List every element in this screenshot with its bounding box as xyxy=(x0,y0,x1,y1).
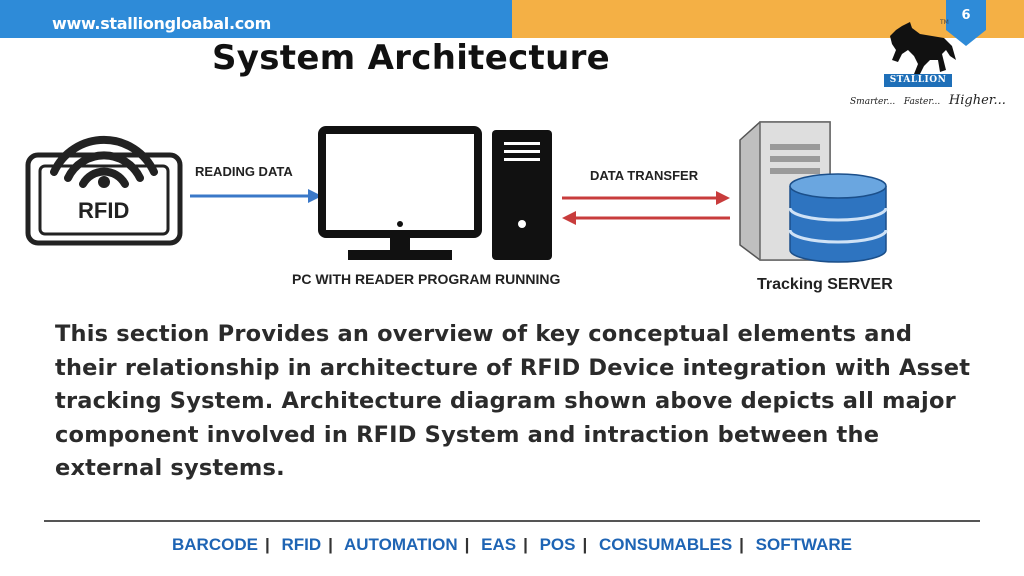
website-url[interactable]: www.stalliongloabal.com xyxy=(52,14,271,33)
footer-categories: BARCODE| RFID| AUTOMATION| EAS| POS| CON… xyxy=(171,535,852,554)
footer-item-barcode[interactable]: BARCODE xyxy=(171,535,258,554)
footer-item-consumables[interactable]: CONSUMABLES xyxy=(598,535,733,554)
data-transfer-label: DATA TRANSFER xyxy=(590,168,699,183)
architecture-diagram-graphics xyxy=(25,121,888,263)
trademark-mark: TM xyxy=(940,19,949,26)
rfid-label: RFID xyxy=(78,198,130,223)
page-title: System Architecture xyxy=(212,38,611,78)
reading-data-label: READING DATA xyxy=(195,164,293,179)
database-icon xyxy=(788,173,888,263)
pc-tower-icon xyxy=(492,130,552,260)
footer-item-eas[interactable]: EAS xyxy=(481,535,517,554)
server-label: Tracking SERVER xyxy=(757,276,893,293)
slide-number-badge xyxy=(946,0,986,46)
architecture-diagram: RFID READING DATA PC WITH READER PROGRAM… xyxy=(0,100,1024,310)
logo-brand-name: STALLION xyxy=(884,74,952,87)
tagline-smarter: Smarter... xyxy=(850,97,896,107)
tagline-higher: Higher... xyxy=(948,93,1006,108)
tagline-faster: Faster... xyxy=(903,97,941,107)
footer-divider xyxy=(44,520,980,522)
rfid-card-icon xyxy=(25,135,183,246)
data-transfer-arrows xyxy=(562,191,730,225)
logo-tagline: Smarter... Faster... Higher... xyxy=(850,93,1006,108)
footer-item-pos[interactable]: POS xyxy=(539,535,576,554)
slide-number: 6 xyxy=(961,8,971,23)
description-paragraph: This section Provides an overview of key… xyxy=(55,321,971,481)
header-bar-blue xyxy=(0,0,512,38)
footer-item-software[interactable]: SOFTWARE xyxy=(755,535,852,554)
header-bar-orange xyxy=(512,0,1024,38)
reading-data-arrow xyxy=(190,189,322,203)
footer-item-automation[interactable]: AUTOMATION xyxy=(343,535,458,554)
footer-item-rfid[interactable]: RFID xyxy=(281,535,322,554)
pc-monitor-icon xyxy=(318,126,482,260)
horse-logo-icon xyxy=(890,22,956,74)
pc-label: PC WITH READER PROGRAM RUNNING xyxy=(292,271,561,287)
